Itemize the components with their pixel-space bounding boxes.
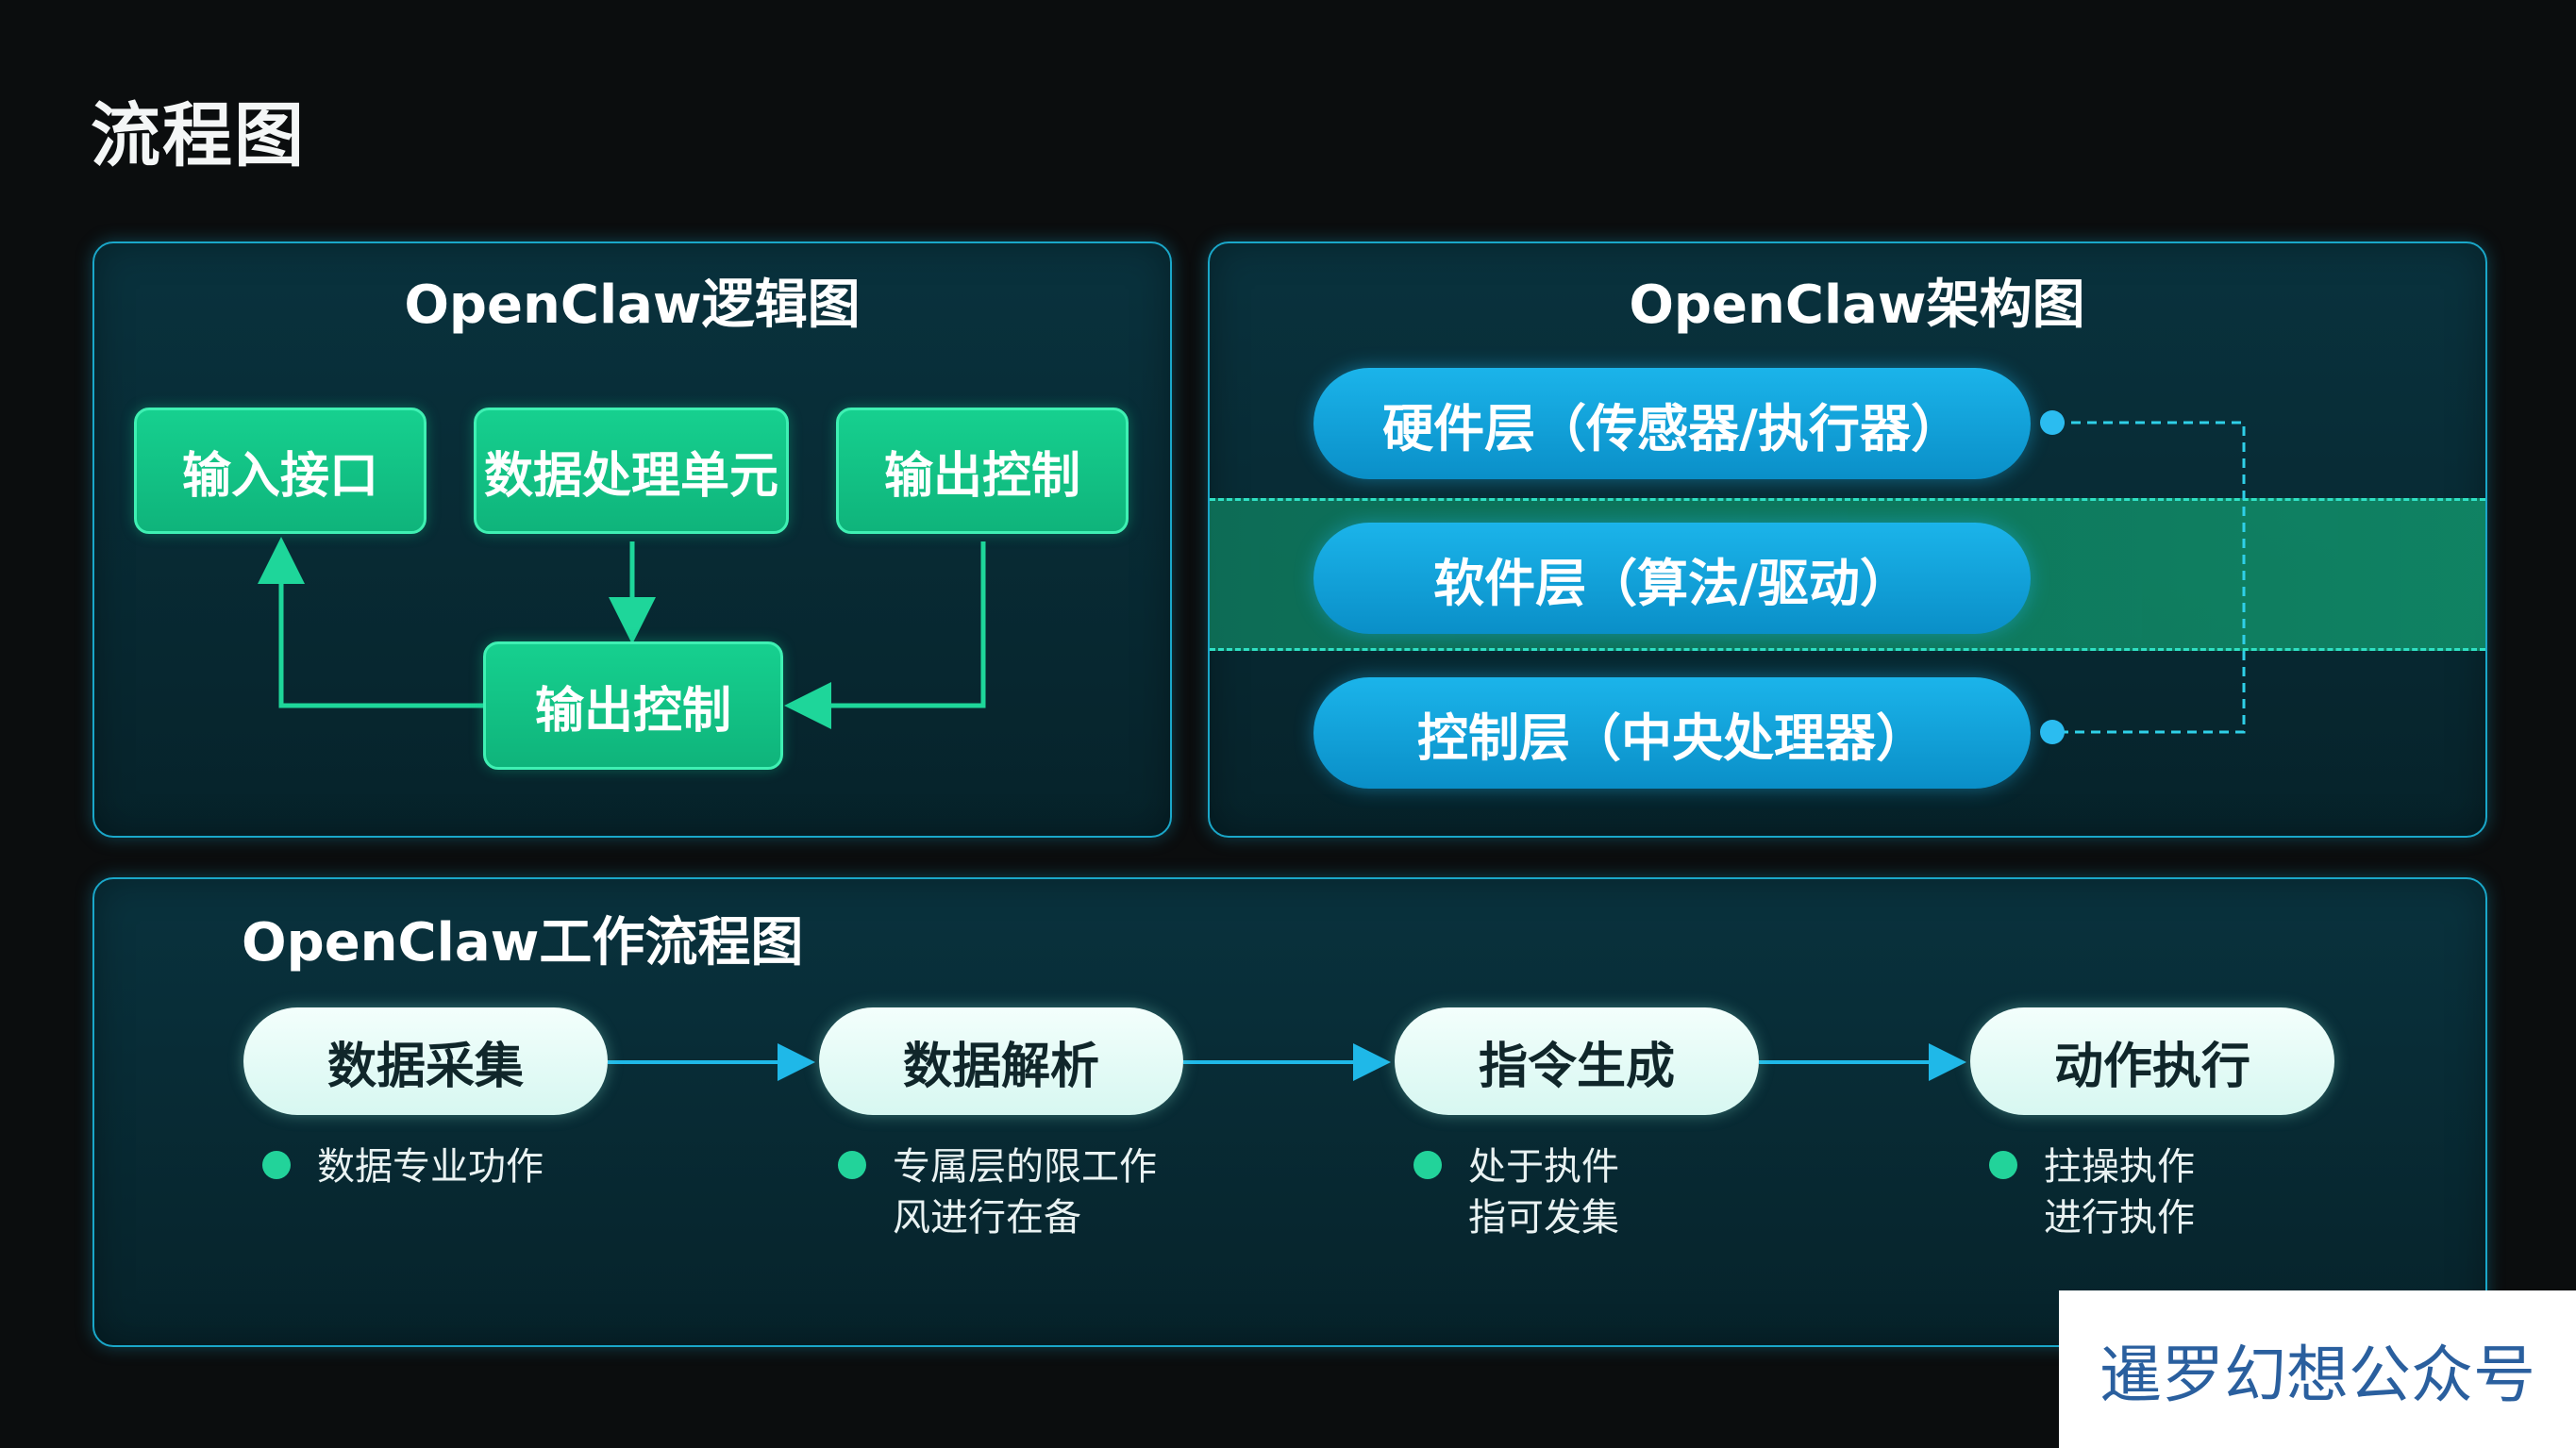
note-bullet — [262, 1151, 291, 1179]
architecture-panel: OpenClaw架构图 硬件层（传感器/执行器） 软件层（算法/驱动） 控制层（… — [1208, 241, 2487, 838]
step-data-parsing[interactable]: 数据解析 — [819, 1007, 1183, 1115]
step-command-generation[interactable]: 指令生成 — [1395, 1007, 1759, 1115]
note-line: 处于执件 — [1468, 1145, 1619, 1189]
logic-connectors — [258, 537, 986, 729]
box-output-control-top[interactable]: 输出控制 — [836, 408, 1129, 534]
note-line: 指可发集 — [1468, 1196, 1619, 1240]
logic-diagram-panel: OpenClaw逻辑图 输入接口 数据处理单元 输出控制 输出控制 — [92, 241, 1172, 838]
layer-hardware[interactable]: 硬件层（传感器/执行器） — [1313, 368, 2031, 479]
hardware-layer-port — [2040, 410, 2065, 435]
note-line: 专属层的限工作 — [893, 1145, 1157, 1189]
note-bullet — [838, 1151, 866, 1179]
note-bullet — [1989, 1151, 2017, 1179]
step-data-parsing-note: 专属层的限工作 风进行在备 — [838, 1141, 1157, 1243]
box-input-interface[interactable]: 输入接口 — [134, 408, 427, 534]
watermark: 暹罗幻想公众号 — [2059, 1290, 2576, 1448]
page-title: 流程图 — [91, 95, 306, 176]
step-action-execution-note: 拄操执作 进行执作 — [1989, 1141, 2195, 1243]
logic-diagram-title: OpenClaw逻辑图 — [404, 275, 861, 336]
box-output-control-bottom[interactable]: 输出控制 — [483, 641, 783, 770]
workflow-arrows — [608, 1043, 1966, 1081]
architecture-title: OpenClaw架构图 — [1629, 275, 2085, 336]
dashed-link — [2055, 421, 2246, 734]
control-layer-port — [2040, 720, 2065, 744]
note-line: 进行执作 — [2044, 1196, 2195, 1240]
box-data-processing-unit[interactable]: 数据处理单元 — [474, 408, 789, 534]
step-data-collection-note: 数据专业功作 — [262, 1141, 544, 1192]
workflow-title: OpenClaw工作流程图 — [242, 912, 804, 974]
step-data-collection[interactable]: 数据采集 — [243, 1007, 608, 1115]
note-line: 风进行在备 — [893, 1196, 1081, 1240]
note-line: 数据专业功作 — [317, 1145, 544, 1189]
connector-output-control-to-output — [784, 541, 986, 729]
note-bullet — [1413, 1151, 1442, 1179]
step-action-execution[interactable]: 动作执行 — [1970, 1007, 2334, 1115]
note-line: 拄操执作 — [2044, 1145, 2195, 1189]
layer-control[interactable]: 控制层（中央处理器） — [1313, 677, 2031, 789]
step-command-generation-note: 处于执件 指可发集 — [1413, 1141, 1619, 1243]
layer-software[interactable]: 软件层（算法/驱动） — [1313, 523, 2031, 634]
architecture-dashed-links — [2055, 421, 2246, 734]
connector-output-to-input — [258, 537, 483, 708]
workflow-panel: OpenClaw工作流程图 数据采集 数据专业功作 数据解析 专属层的限工作 风… — [92, 877, 2487, 1347]
